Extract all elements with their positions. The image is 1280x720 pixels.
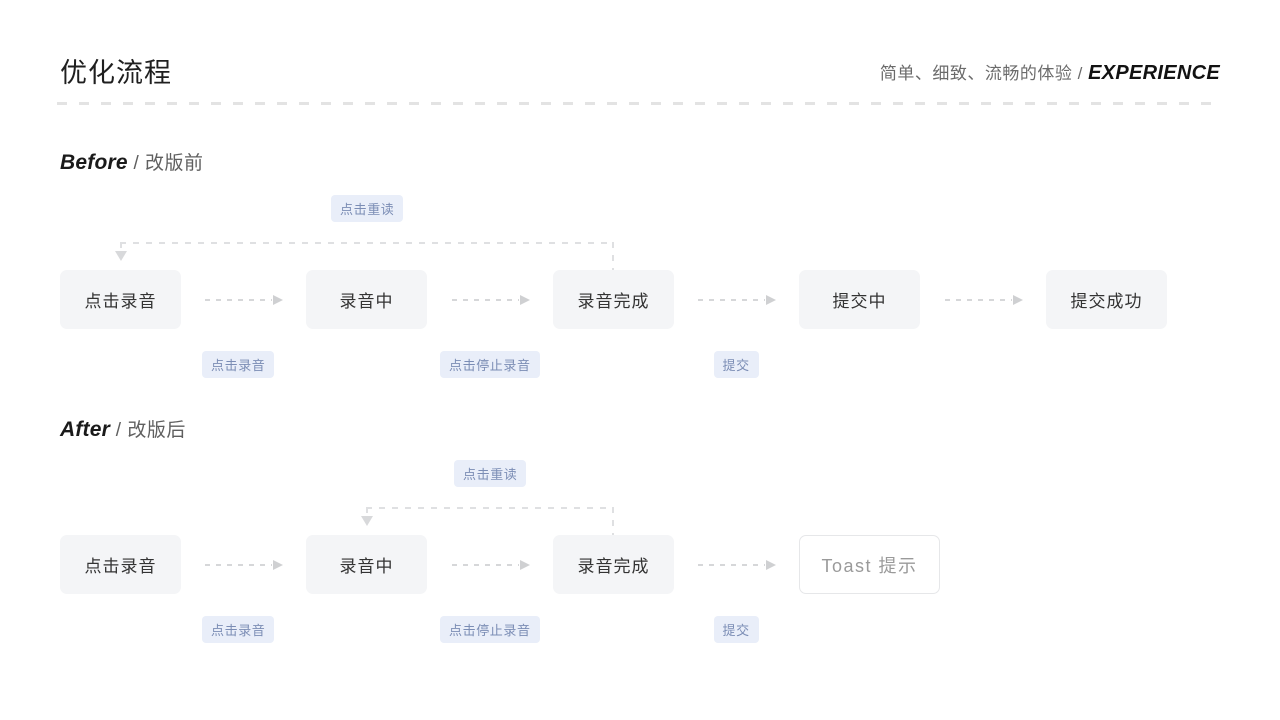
connector-line bbox=[698, 298, 765, 301]
feedback-loop-arrowhead-icon bbox=[361, 516, 373, 526]
feedback-loop-riser bbox=[612, 242, 614, 270]
flow-connector bbox=[452, 559, 530, 570]
flow-connector bbox=[205, 559, 283, 570]
flow-node[interactable]: 录音中 bbox=[306, 270, 427, 329]
feedback-loop-line bbox=[120, 242, 614, 244]
header-tagline-en: EXPERIENCE bbox=[1088, 62, 1220, 84]
action-chip[interactable]: 点击录音 bbox=[202, 351, 275, 378]
connector-line bbox=[205, 563, 272, 566]
section-heading-before-cn: / 改版前 bbox=[127, 153, 204, 174]
connector-line bbox=[205, 298, 272, 301]
action-chip[interactable]: 提交 bbox=[713, 351, 759, 378]
header-divider bbox=[57, 102, 1222, 105]
flow-node[interactable]: 提交成功 bbox=[1046, 270, 1167, 329]
action-chip[interactable]: 点击录音 bbox=[202, 616, 275, 643]
flow-node[interactable]: Toast 提示 bbox=[799, 535, 940, 594]
connector-arrowhead-icon bbox=[1013, 294, 1023, 305]
action-chip[interactable]: 提交 bbox=[713, 616, 759, 643]
connector-arrowhead-icon bbox=[273, 294, 283, 305]
page-header: 优化流程 简单、细致、流畅的体验 / EXPERIENCE bbox=[0, 0, 1280, 105]
connector-arrowhead-icon bbox=[520, 294, 530, 305]
feedback-loop-arrowhead-icon bbox=[115, 251, 127, 261]
flow-node[interactable]: 录音中 bbox=[306, 535, 427, 594]
action-chip[interactable]: 点击停止录音 bbox=[440, 616, 540, 643]
flow-node[interactable]: 录音完成 bbox=[553, 270, 674, 329]
flow-diagram-before: 点击重读点击录音录音中录音完成提交中提交成功点击录音点击停止录音提交 bbox=[0, 190, 1280, 380]
action-chip[interactable]: 点击停止录音 bbox=[440, 351, 540, 378]
connector-line bbox=[945, 298, 1012, 301]
flow-connector bbox=[698, 559, 776, 570]
connector-arrowhead-icon bbox=[766, 559, 776, 570]
flow-node[interactable]: 点击录音 bbox=[60, 270, 181, 329]
connector-line bbox=[452, 298, 519, 301]
flow-connector bbox=[452, 294, 530, 305]
flow-node[interactable]: 提交中 bbox=[799, 270, 920, 329]
page-title: 优化流程 bbox=[60, 58, 172, 88]
connector-arrowhead-icon bbox=[273, 559, 283, 570]
action-chip-loop[interactable]: 点击重读 bbox=[331, 195, 404, 222]
action-chip-loop[interactable]: 点击重读 bbox=[454, 460, 527, 487]
section-heading-after-en: After bbox=[60, 418, 111, 441]
feedback-loop-drop bbox=[366, 507, 368, 516]
feedback-loop-drop bbox=[120, 242, 122, 251]
flow-node[interactable]: 点击录音 bbox=[60, 535, 181, 594]
flow-connector bbox=[205, 294, 283, 305]
header-tagline: 简单、细致、流畅的体验 / EXPERIENCE bbox=[880, 58, 1220, 90]
connector-arrowhead-icon bbox=[520, 559, 530, 570]
flow-connector bbox=[698, 294, 776, 305]
connector-line bbox=[698, 563, 765, 566]
flow-node[interactable]: 录音完成 bbox=[553, 535, 674, 594]
section-heading-after-cn: / 改版后 bbox=[110, 420, 186, 441]
section-heading-before-en: Before bbox=[60, 151, 128, 174]
section-heading-before: Before / 改版前 bbox=[60, 148, 204, 180]
connector-line bbox=[452, 563, 519, 566]
feedback-loop-riser bbox=[612, 507, 614, 535]
section-heading-after: After / 改版后 bbox=[60, 415, 186, 447]
connector-arrowhead-icon bbox=[766, 294, 776, 305]
header-tagline-cn: 简单、细致、流畅的体验 / bbox=[879, 64, 1089, 83]
flow-connector bbox=[945, 294, 1023, 305]
feedback-loop-after bbox=[361, 507, 614, 537]
feedback-loop-before bbox=[115, 242, 614, 272]
feedback-loop-line bbox=[366, 507, 614, 509]
